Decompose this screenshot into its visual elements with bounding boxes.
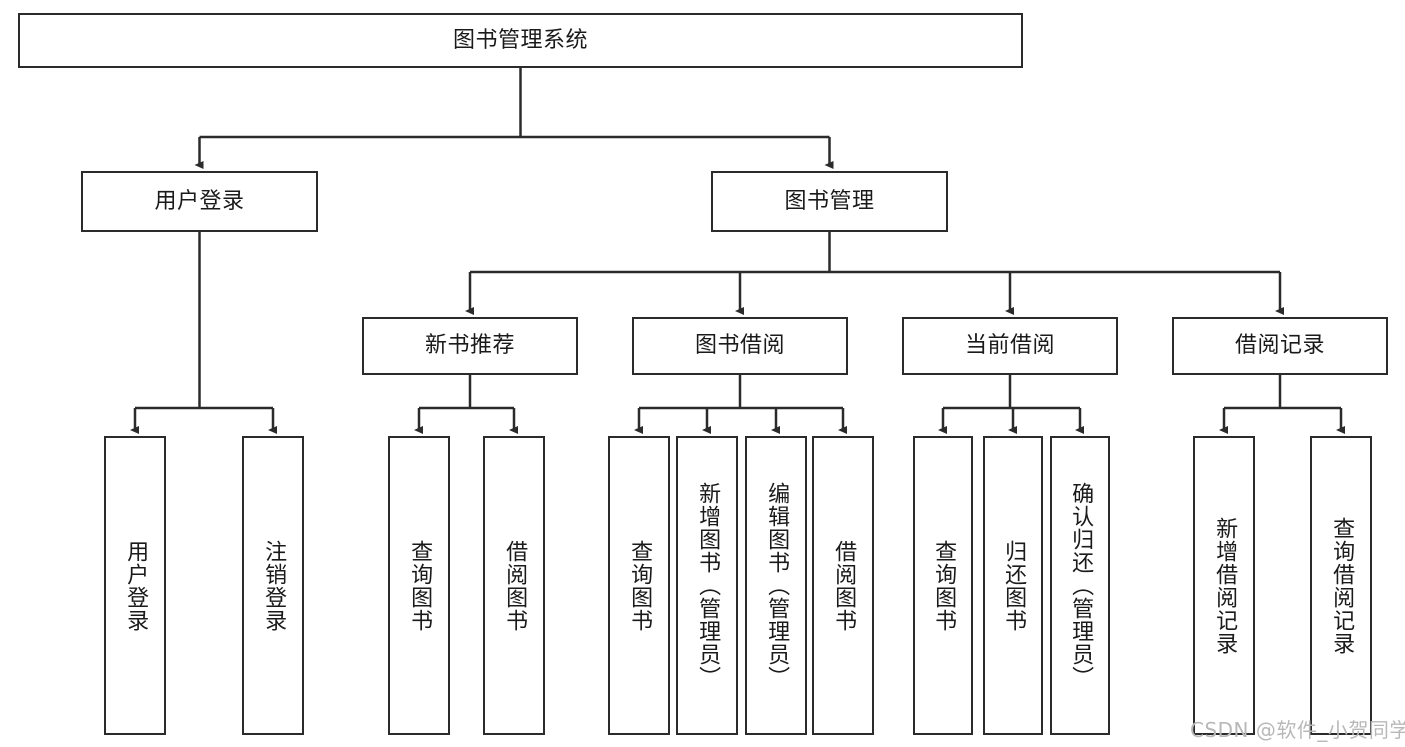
root-box-0[interactable]: 图书管理系统: [18, 13, 1023, 68]
leaf-box-6[interactable]: 编辑图书（管理员）: [745, 436, 807, 735]
leaf-box-10[interactable]: 确认归还（管理员）: [1050, 436, 1110, 735]
leaf-box-2[interactable]: 查询图书: [388, 436, 450, 735]
leaf-box-7[interactable]: 借阅图书: [812, 436, 874, 735]
leaf-label: 新增图书（管理员）: [695, 482, 721, 689]
level3-label: 借阅记录: [1234, 333, 1325, 359]
leaf-label: 借阅图书: [502, 539, 528, 632]
leaf-box-9[interactable]: 归还图书: [983, 436, 1043, 735]
leaf-box-5[interactable]: 新增图书（管理员）: [676, 436, 738, 735]
level3-box-1[interactable]: 图书借阅: [632, 317, 848, 375]
level2-box-1[interactable]: 图书管理: [711, 171, 948, 232]
leaf-box-8[interactable]: 查询图书: [913, 436, 973, 735]
leaf-label: 查询图书: [407, 539, 433, 632]
leaf-box-1[interactable]: 注销登录: [242, 436, 304, 735]
leaf-box-3[interactable]: 借阅图书: [483, 436, 545, 735]
leaf-box-11[interactable]: 新增借阅记录: [1193, 436, 1255, 735]
level3-box-3[interactable]: 借阅记录: [1172, 317, 1388, 375]
leaf-label: 注销登录: [261, 539, 287, 632]
leaf-label: 编辑图书（管理员）: [764, 482, 790, 689]
leaf-box-12[interactable]: 查询借阅记录: [1310, 436, 1372, 735]
level3-label: 图书借阅: [694, 333, 785, 359]
leaf-label: 查询借阅记录: [1329, 516, 1355, 655]
leaf-label: 用户登录: [123, 539, 149, 632]
leaf-label: 新增借阅记录: [1212, 516, 1238, 655]
level2-box-0[interactable]: 用户登录: [81, 171, 318, 232]
leaf-label: 确认归还（管理员）: [1068, 482, 1094, 689]
level2-label: 图书管理: [784, 188, 875, 214]
level3-label: 当前借阅: [964, 333, 1055, 359]
level3-label: 新书推荐: [424, 333, 515, 359]
leaf-label: 查询图书: [627, 539, 653, 632]
leaf-label: 归还图书: [1001, 539, 1027, 632]
leaf-label: 查询图书: [931, 539, 957, 632]
leaf-box-0[interactable]: 用户登录: [104, 436, 166, 735]
level3-box-0[interactable]: 新书推荐: [362, 317, 578, 375]
level2-label: 用户登录: [154, 188, 245, 214]
level3-box-2[interactable]: 当前借阅: [902, 317, 1118, 375]
leaf-label: 借阅图书: [831, 539, 857, 632]
leaf-box-4[interactable]: 查询图书: [608, 436, 670, 735]
root-label: 图书管理系统: [452, 27, 588, 53]
